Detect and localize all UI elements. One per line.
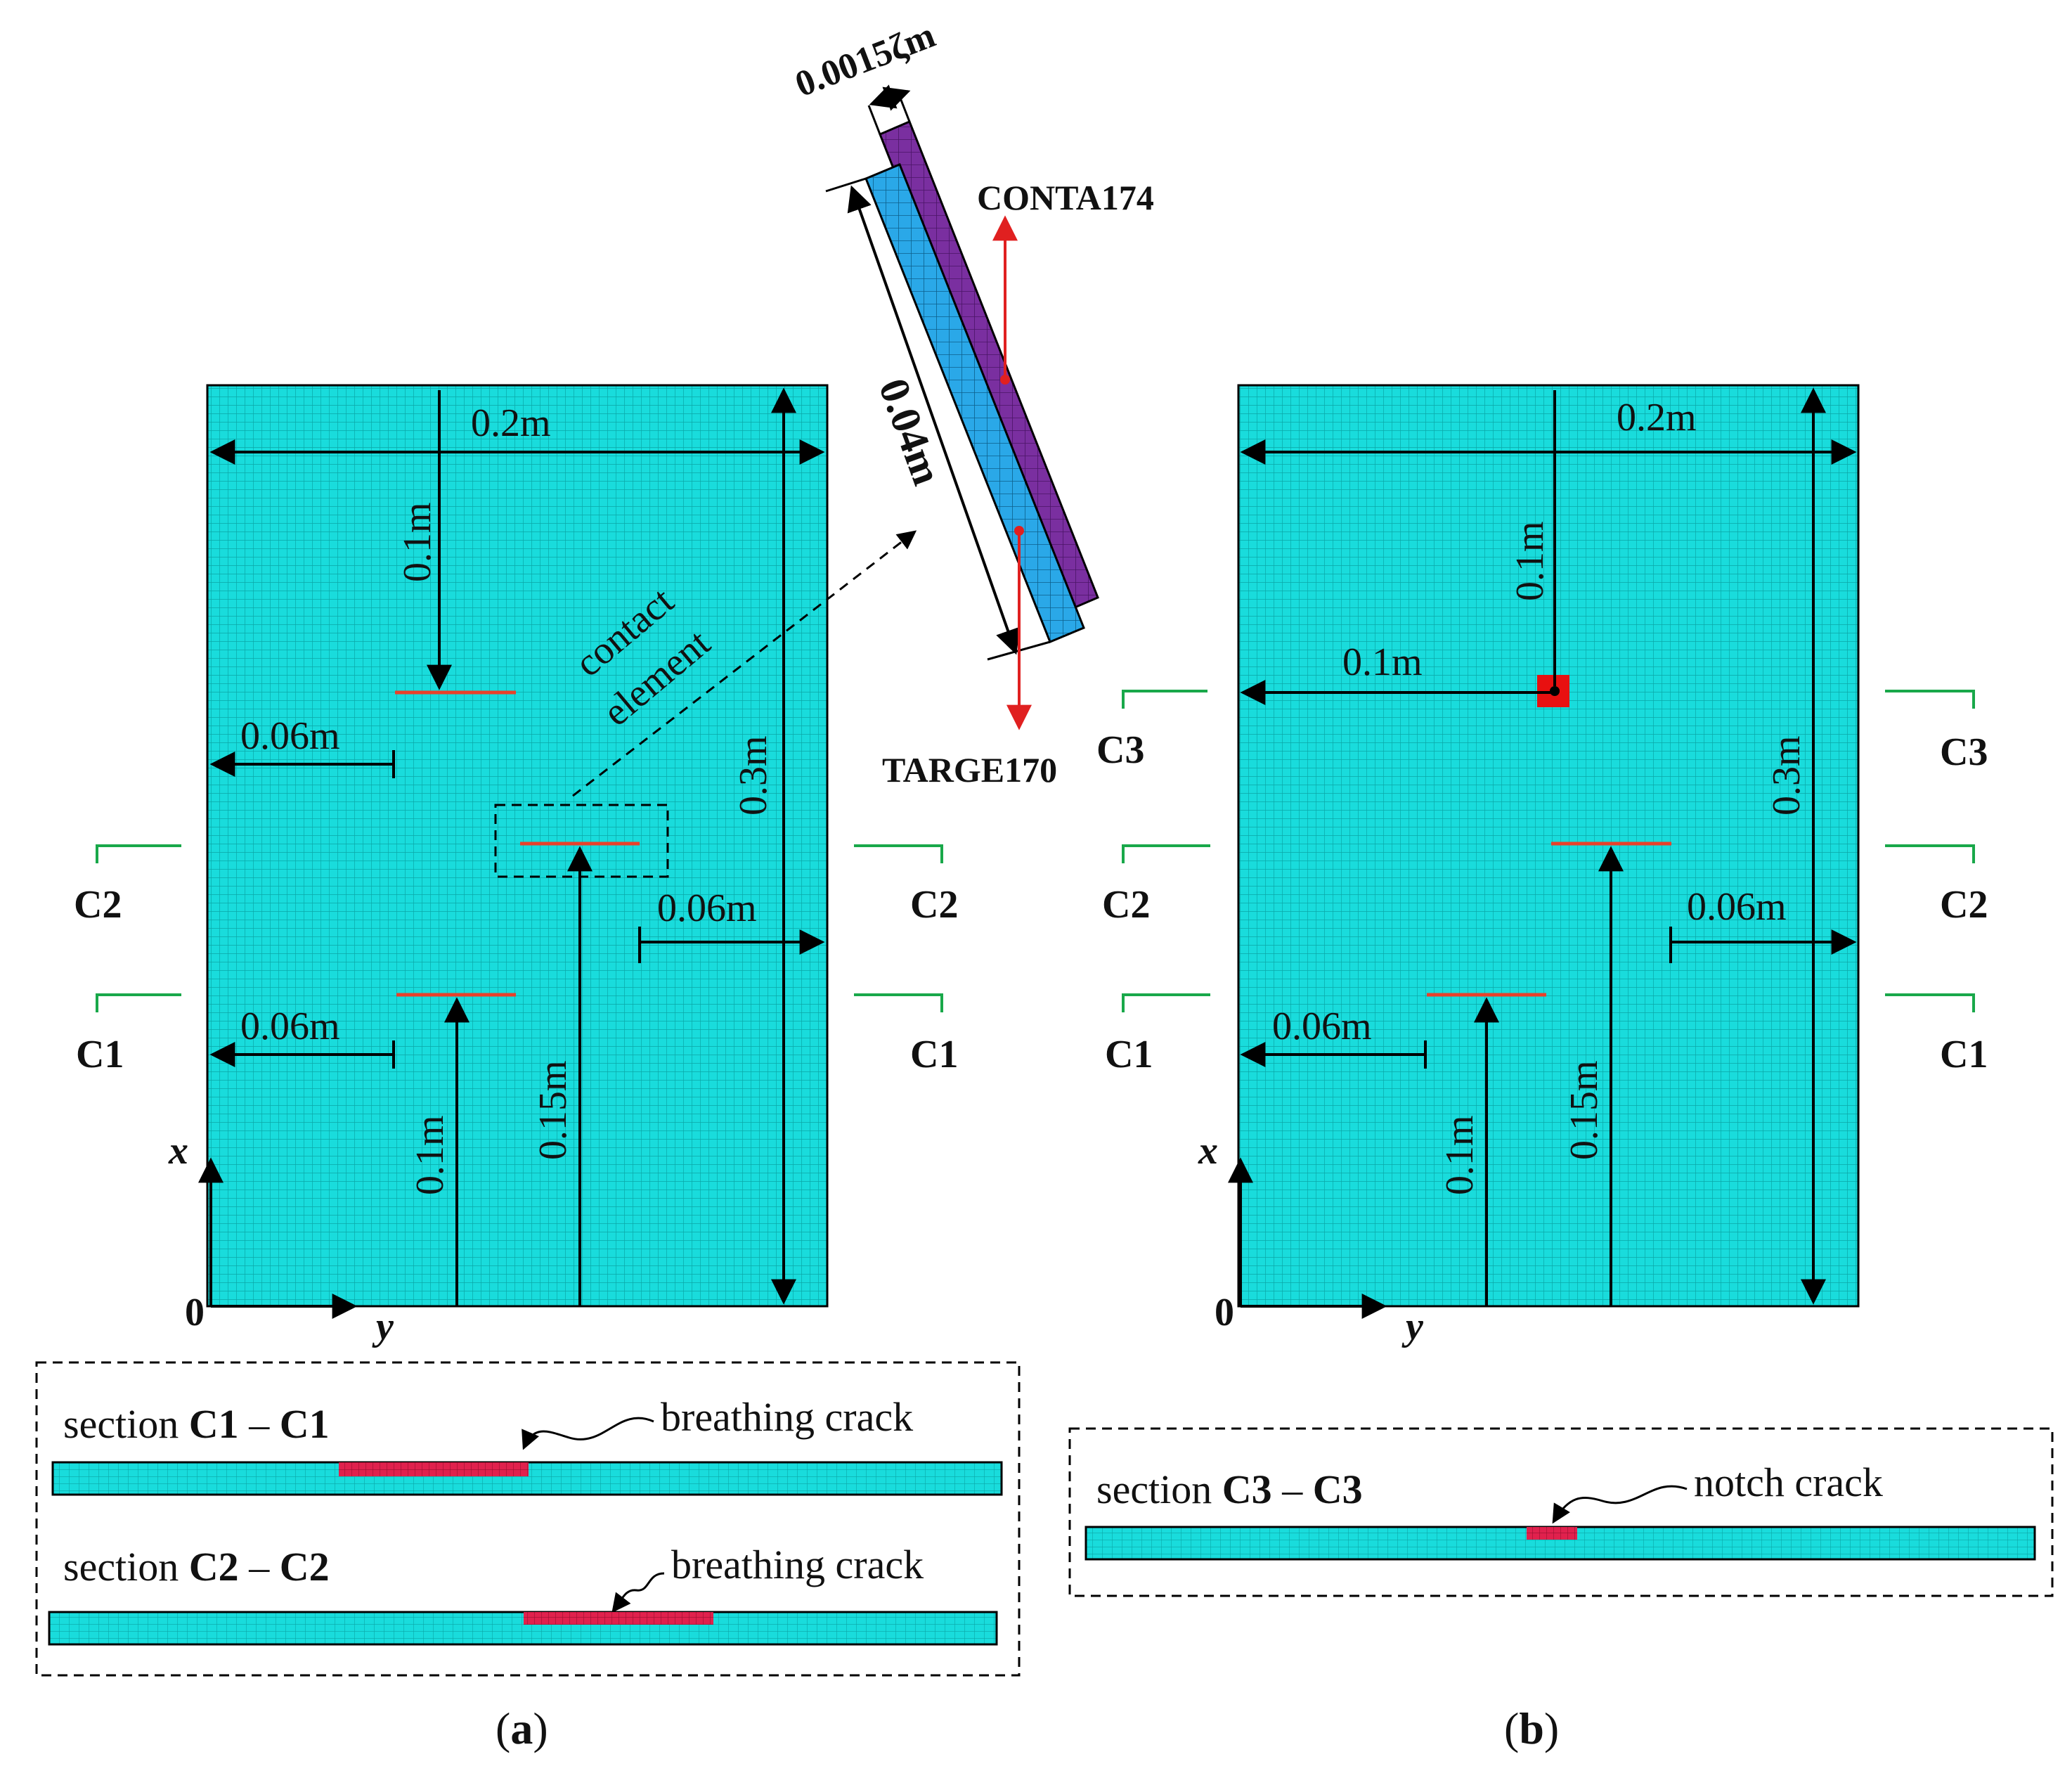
- height-label-a: 0.3m: [732, 735, 775, 816]
- section-box-b: section C3 – C3 notch crack: [1068, 1427, 2054, 1597]
- breathing-crack-label-c1: breathing crack: [661, 1394, 913, 1440]
- caption-b-close: ): [1544, 1703, 1559, 1753]
- thickness-ext-1: [867, 105, 881, 135]
- section-label-c2-left-a: C2: [74, 883, 122, 927]
- caption-a-letter: a: [510, 1703, 533, 1753]
- section-c2-from: C2: [189, 1544, 239, 1590]
- length-dim: [847, 185, 1021, 655]
- contact-callout-box: [494, 804, 669, 878]
- top-crack-label-a: 0.1m: [396, 502, 439, 582]
- targe-label: TARGE170: [882, 750, 1057, 789]
- section-c1-prefix: section: [63, 1401, 189, 1447]
- axis-y-label-b: y: [1401, 1305, 1424, 1348]
- left-label-lower-a: 0.06m: [240, 1005, 340, 1048]
- caption-a-close: ): [533, 1703, 548, 1753]
- section-c3-dash: –: [1272, 1467, 1313, 1512]
- notch-down-label-b: 0.1m: [1508, 521, 1552, 601]
- section-label-c3-right-b: C3: [1940, 730, 1988, 774]
- plate-a: [206, 384, 829, 1308]
- notch-crack-pointer: [1552, 1485, 1688, 1524]
- notch-point: [1550, 686, 1560, 696]
- length-ext-1: [825, 177, 867, 193]
- panel-a: contact element 0.2m 0.3m 0.1m 0.06m 0.0…: [74, 384, 958, 1348]
- section-strip-c2: [48, 1611, 998, 1646]
- section-c2-dash: –: [239, 1544, 280, 1590]
- origin-label-b: 0: [1215, 1291, 1234, 1334]
- section-c2-to: C2: [280, 1544, 330, 1590]
- section-label-c1-right-a: C1: [910, 1033, 958, 1076]
- axis-x-label-a: x: [168, 1129, 188, 1173]
- section-c1-dash: –: [239, 1401, 280, 1447]
- notch-crack-label: notch crack: [1694, 1459, 1883, 1505]
- section-mark-c1-right-b: [1885, 993, 1975, 1012]
- breathing-crack-pointer-c2: [611, 1572, 665, 1613]
- section-label-c1-right-b: C1: [1940, 1033, 1988, 1076]
- section-box-b-frame: [1068, 1427, 2054, 1597]
- section-c3-to: C3: [1313, 1467, 1363, 1512]
- section-title-c3: section C3 – C3: [1096, 1467, 1363, 1512]
- breathing-crack-c2: [524, 1612, 713, 1625]
- section-title-c1: section C1 – C1: [63, 1401, 330, 1447]
- section-label-c2-right-a: C2: [910, 883, 958, 927]
- section-c3-from: C3: [1222, 1467, 1272, 1512]
- center-label-b: 0.06m: [1687, 885, 1787, 929]
- lower-crack-label-b: 0.1m: [1438, 1115, 1482, 1195]
- section-title-c2: section C2 – C2: [63, 1544, 330, 1590]
- section-label-c2-right-b: C2: [1940, 883, 1988, 927]
- left-label-lower-b: 0.06m: [1272, 1005, 1372, 1048]
- axis-y-label-a: y: [372, 1305, 394, 1348]
- section-mark-c1-left-a: [96, 993, 181, 1012]
- left-label-upper-a: 0.06m: [240, 714, 340, 758]
- width-label-a: 0.2m: [471, 401, 551, 445]
- origin-label-a: 0: [185, 1291, 205, 1334]
- section-mark-c1-left-b: [1122, 993, 1210, 1012]
- center-crack-height-label-b: 0.15m: [1562, 1060, 1606, 1160]
- height-label-b: 0.3m: [1765, 735, 1808, 816]
- thickness-dim: [869, 84, 911, 111]
- section-label-c3-left-b: C3: [1096, 728, 1144, 772]
- center-label-a: 0.06m: [657, 887, 757, 930]
- breathing-crack-label-c2: breathing crack: [671, 1542, 924, 1587]
- section-mark-c2-right-a: [854, 844, 943, 863]
- section-c1-from: C1: [189, 1401, 239, 1447]
- caption-a-open: (: [496, 1703, 510, 1753]
- section-label-c2-left-b: C2: [1102, 883, 1150, 927]
- section-c3-prefix: section: [1096, 1467, 1222, 1512]
- section-mark-c3-right-b: [1885, 690, 1975, 709]
- section-mark-c1-right-a: [854, 993, 943, 1012]
- notch-crack-c3: [1527, 1527, 1577, 1540]
- breathing-crack-pointer-c1: [522, 1417, 654, 1450]
- section-mark-c2-left-b: [1122, 844, 1210, 863]
- caption-b: (b): [1504, 1703, 1559, 1753]
- center-crack-height-label-a: 0.15m: [531, 1060, 575, 1160]
- section-box-a: section C1 – C1 breathing crack section …: [35, 1361, 1021, 1677]
- section-c1-to: C1: [280, 1401, 330, 1447]
- axis-x-label-b: x: [1198, 1129, 1218, 1173]
- section-label-c1-left-b: C1: [1105, 1033, 1153, 1076]
- conta-label: CONTA174: [977, 178, 1154, 217]
- section-mark-c2-left-a: [96, 844, 181, 863]
- thickness-ext-2: [897, 92, 911, 122]
- thickness-label: 0.0015ζm: [790, 15, 940, 105]
- plate-b: [1237, 384, 1860, 1308]
- lower-crack-label-a: 0.1m: [408, 1115, 452, 1195]
- caption-b-open: (: [1504, 1703, 1519, 1753]
- section-box-a-frame: [35, 1361, 1021, 1677]
- breathing-crack-c1: [339, 1462, 529, 1476]
- section-mark-c2-right-b: [1885, 844, 1975, 863]
- width-label-b: 0.2m: [1617, 396, 1697, 439]
- panel-b: 0.2m 0.3m 0.1m 0.1m 0.06m 0.06m 0.1m 0.1…: [1096, 384, 1988, 1348]
- caption-a: (a): [496, 1703, 548, 1753]
- section-mark-c3-left-b: [1122, 690, 1207, 709]
- notch-left-label-b: 0.1m: [1342, 640, 1423, 684]
- section-c2-prefix: section: [63, 1544, 189, 1590]
- caption-b-letter: b: [1519, 1703, 1544, 1753]
- contact-detail: 0.0015ζm 0.04m CONTA174 TARGE170: [790, 15, 1154, 789]
- section-label-c1-left-a: C1: [76, 1033, 124, 1076]
